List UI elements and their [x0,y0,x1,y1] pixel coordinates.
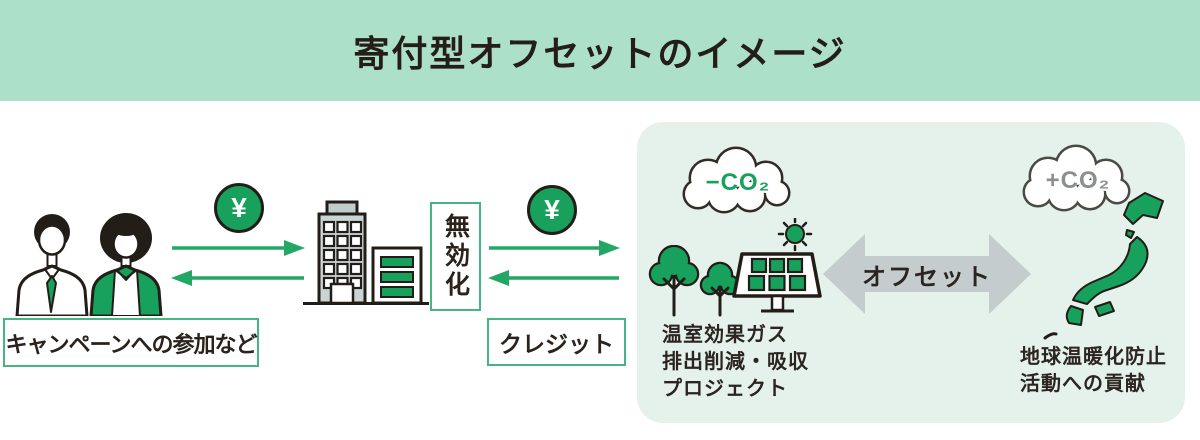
arrow-right-icon [172,240,305,256]
offset-label: オフセット [862,264,992,291]
japan-map-icon [1043,192,1164,340]
contribution-line: 活動への貢献 [1020,373,1146,395]
woman-icon [89,213,163,316]
project-line: 排出削減・吸収 [662,351,809,373]
yen-symbol: ¥ [231,192,247,223]
offset-arrow-icon [823,234,1031,314]
building-bars [380,256,414,298]
yen-coin-icon: ¥ [214,183,264,233]
plus-co2-label: +CO₂ [1045,167,1111,194]
project-line: 温室効果ガス [662,324,788,346]
solar-panel-icon [732,218,822,313]
flow-arrows-right [488,240,620,286]
contribution-line: 地球温暖化防止 [1020,346,1167,368]
building-windows [322,220,363,290]
man-icon [15,214,89,316]
arrow-left-icon [171,270,304,286]
contribution-description: 地球温暖化防止 活動への貢献 [1020,344,1167,398]
arrow-right-icon [489,240,620,256]
minus-co2-label: −CO₂ [705,169,771,196]
trees-icon [648,245,741,317]
title-bar: 寄付型オフセットのイメージ [0,0,1200,101]
invalidation-label: 無効化 [441,213,470,300]
project-line: プロジェクト [662,378,788,400]
plus-co2-cloud-icon [1022,144,1131,212]
participants-label-box: キャンペーンへの参加など [3,318,259,367]
participants-label: キャンペーンへの参加など [5,331,258,357]
project-description: 温室効果ガス 排出削減・吸収 プロジェクト [662,322,809,403]
credit-label-box: クレジット [487,318,626,366]
yen-coin-icon: ¥ [527,185,577,235]
invalidation-box: 無効化 [430,202,481,311]
page-title: 寄付型オフセットのイメージ [353,32,847,74]
arrow-left-icon [488,270,619,286]
building-icon [303,200,429,305]
minus-co2-cloud-icon [682,146,791,214]
participants-icon [15,213,163,316]
credit-label: クレジット [499,331,614,357]
flow-arrows-left [171,240,305,286]
yen-symbol: ¥ [544,194,560,225]
sun-icon [777,218,813,252]
